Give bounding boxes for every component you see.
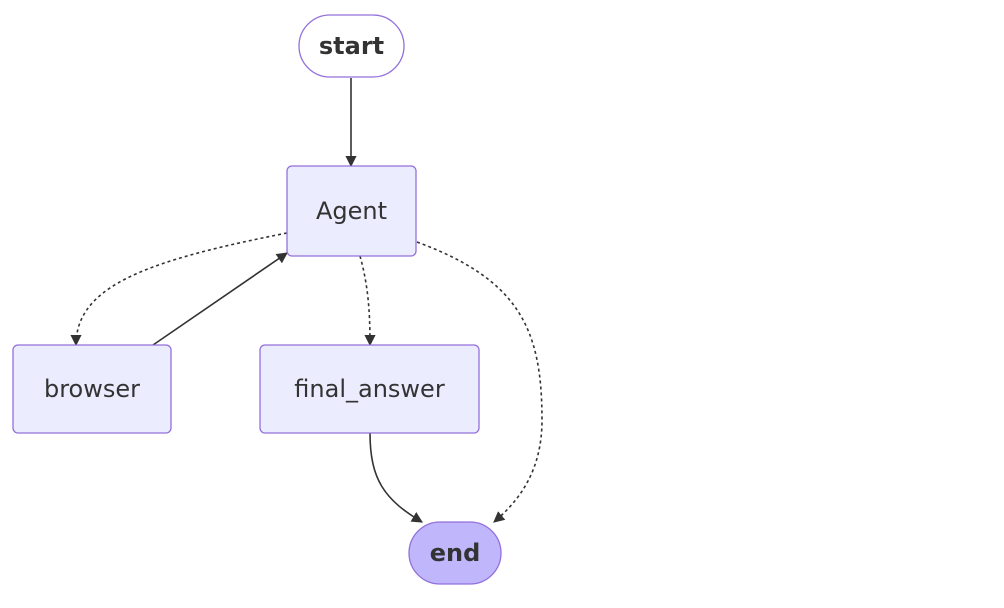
node-final-answer: final_answer (259, 344, 480, 434)
start-node-label: start (319, 32, 384, 60)
browser-node-label: browser (44, 375, 140, 403)
edges (70, 78, 543, 523)
agent-node-label: Agent (316, 197, 387, 225)
edge-browser-to-agent (152, 252, 288, 346)
node-end: end (408, 521, 502, 585)
node-start: start (298, 14, 405, 78)
end-node-label: end (430, 539, 481, 567)
node-agent: Agent (286, 165, 417, 257)
agent-node-shape (286, 165, 417, 257)
end-node-shape (408, 521, 502, 585)
edge-agent-to-browser (70, 232, 288, 347)
browser-node-shape (12, 344, 172, 434)
final-answer-node-label: final_answer (294, 375, 445, 403)
start-node-shape (298, 14, 405, 78)
final-answer-node-shape (259, 344, 480, 434)
node-browser: browser (12, 344, 172, 434)
edge-final-answer-to-end (369, 432, 423, 523)
edge-agent-to-final-answer (359, 255, 376, 347)
